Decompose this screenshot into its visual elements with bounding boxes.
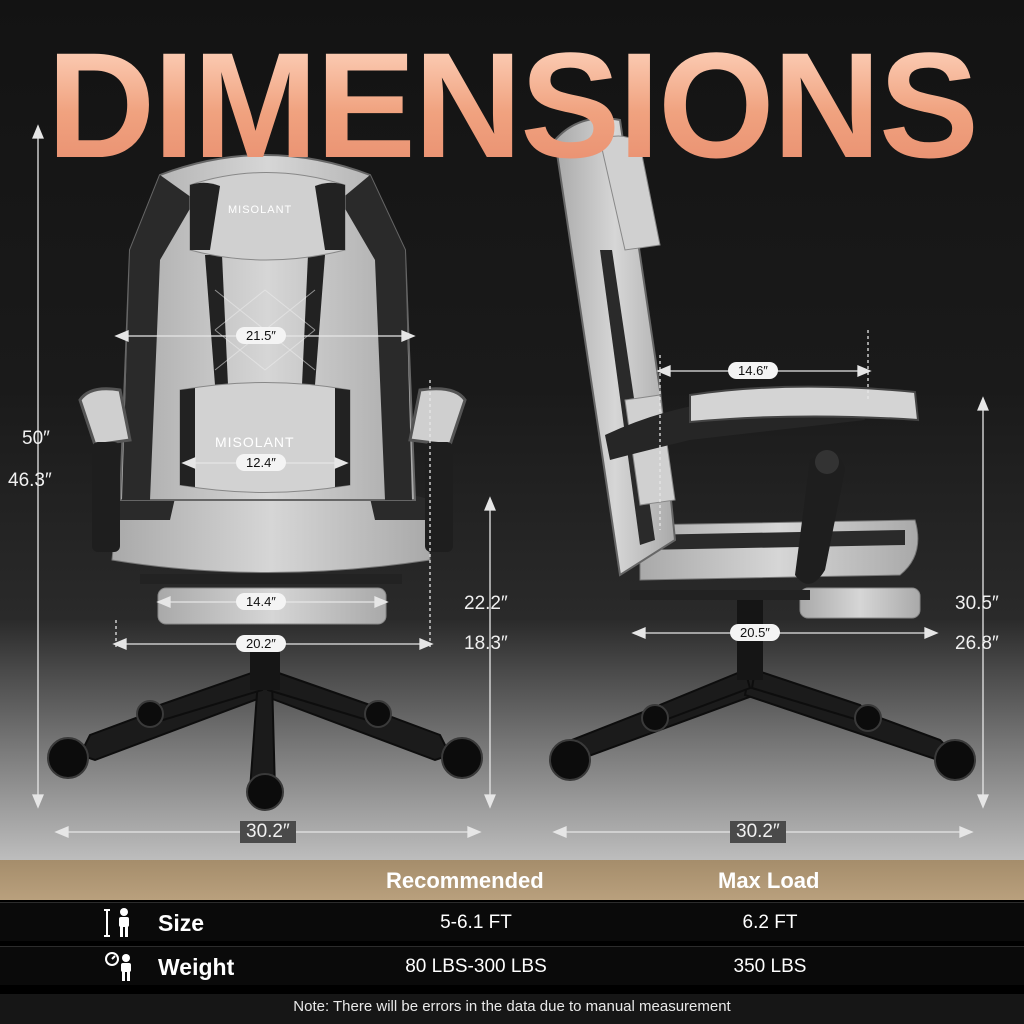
seat-width-label: 14.4″: [236, 593, 286, 610]
lumbar-width-label: 12.4″: [236, 454, 286, 471]
spec-table: Recommended Max Load Size 5-6.1 FT 6.2 F…: [0, 860, 1024, 1024]
col-max-load: Max Load: [718, 868, 820, 893]
table-row-weight: Weight 80 LBS-300 LBS 350 LBS: [0, 946, 1024, 985]
side-base-width-label: 30.2″: [730, 821, 786, 843]
front-height-total-label: 50″: [22, 428, 50, 449]
seat-depth-label: 14.6″: [728, 362, 778, 379]
side-chair: [549, 117, 976, 781]
weight-recommended-value: 80 LBS-300 LBS: [405, 956, 547, 977]
headrest-brand-logo: MISOLANT: [228, 204, 292, 216]
seat-length-label: 20.5″: [730, 624, 780, 641]
table-row-size: Size 5-6.1 FT 6.2 FT: [0, 902, 1024, 941]
measurement-note: Note: There will be errors in the data d…: [0, 994, 1024, 1024]
seat-total-width-label: 20.2″: [236, 635, 286, 652]
seat-height-min-label: 18.3″: [464, 633, 508, 654]
row-label-size: Size: [158, 910, 205, 936]
page-title: DIMENSIONS: [0, 30, 1024, 180]
row-label-weight: Weight: [158, 954, 235, 980]
product-image-area: MISOLANT MISOLANT: [0, 0, 1024, 860]
height-person-icon: [104, 908, 129, 937]
seat-height-max-label: 22.2″: [464, 593, 508, 614]
front-height-back-label: 46.3″: [8, 470, 52, 491]
scale-person-icon: [105, 952, 131, 981]
size-recommended-value: 5-6.1 FT: [440, 912, 512, 933]
weight-max-value: 350 LBS: [733, 956, 807, 977]
arm-height-min-label: 26.8″: [955, 633, 999, 654]
front-base-width-label: 30.2″: [240, 821, 296, 843]
lumbar-brand-logo: MISOLANT: [215, 434, 295, 450]
backrest-width-label: 21.5″: [236, 327, 286, 344]
arm-height-max-label: 30.5″: [955, 593, 999, 614]
front-chair: MISOLANT MISOLANT: [47, 154, 483, 811]
spec-table-header: Recommended Max Load: [0, 860, 1024, 900]
size-max-value: 6.2 FT: [742, 912, 798, 933]
col-recommended: Recommended: [386, 868, 544, 893]
